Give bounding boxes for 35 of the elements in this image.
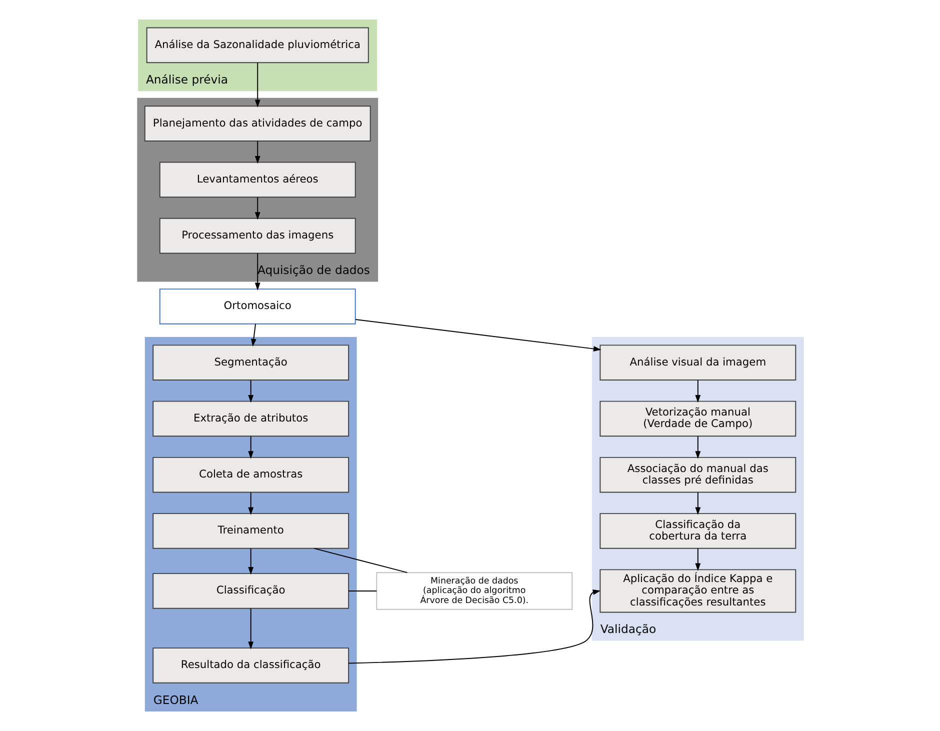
node-box: Coleta de amostras — [152, 456, 349, 493]
connector — [348, 590, 377, 592]
node-box: Análise da Sazonalidade pluviométrica — [146, 27, 368, 64]
arrow — [354, 319, 601, 352]
node-box: Processamento das imagens — [158, 218, 356, 254]
arrow — [248, 492, 254, 516]
arrow — [248, 548, 254, 575]
node-box: Treinamento — [152, 513, 349, 549]
arrow — [250, 324, 256, 347]
node-box: Análise visual da imagem — [599, 344, 796, 380]
arrow — [248, 608, 254, 650]
arrow — [248, 436, 254, 459]
node-box: Ortomosaico — [158, 288, 356, 324]
node-box: Aplicação do Índice Kappa e comparação entre as classificações resultantes — [599, 569, 796, 613]
arrow — [694, 492, 700, 516]
node-box: Resultado da classificação — [152, 648, 349, 684]
arrow — [254, 140, 260, 164]
arrow — [694, 548, 700, 572]
arrow — [348, 590, 600, 664]
node-box: Associação do manual das classes pré definidas — [599, 456, 796, 493]
arrow — [248, 380, 254, 403]
arrow — [254, 196, 260, 220]
node-box: Extração de atributos — [152, 400, 349, 437]
arrow — [254, 252, 260, 290]
node-box: Vetorização manual (Verdade de Campo) — [599, 400, 796, 437]
arrow — [254, 62, 260, 108]
node-box: Classificação da cobertura da terra — [599, 513, 796, 549]
arrow — [694, 436, 700, 459]
arrow — [694, 380, 700, 403]
node-box: Planejamento das atividades de campo — [144, 106, 370, 142]
node-box: Segmentação — [152, 344, 349, 380]
node-box: Classificação — [152, 573, 349, 609]
node-box: Levantamentos aéreos — [158, 162, 356, 198]
connector — [313, 548, 408, 574]
node-box: Mineração de dados (aplicação do algoritmo Árvore de Decisão C5.0). — [376, 572, 572, 610]
